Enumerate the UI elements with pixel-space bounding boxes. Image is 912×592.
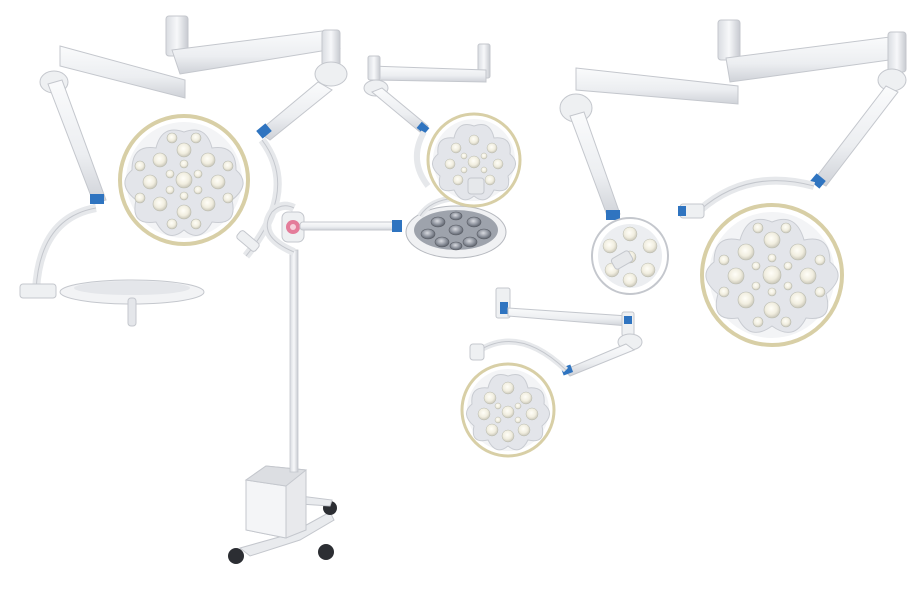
wall-mounted-light bbox=[460, 287, 643, 458]
left-ceiling-light-pair bbox=[19, 15, 348, 327]
small-light-head-right bbox=[591, 217, 669, 295]
mobile-stand-light bbox=[228, 195, 507, 564]
center-ceiling-light bbox=[363, 43, 522, 208]
large-light-head-left bbox=[118, 114, 260, 252]
right-ceiling-light-pair bbox=[559, 19, 907, 347]
large-light-head-right bbox=[700, 203, 844, 347]
